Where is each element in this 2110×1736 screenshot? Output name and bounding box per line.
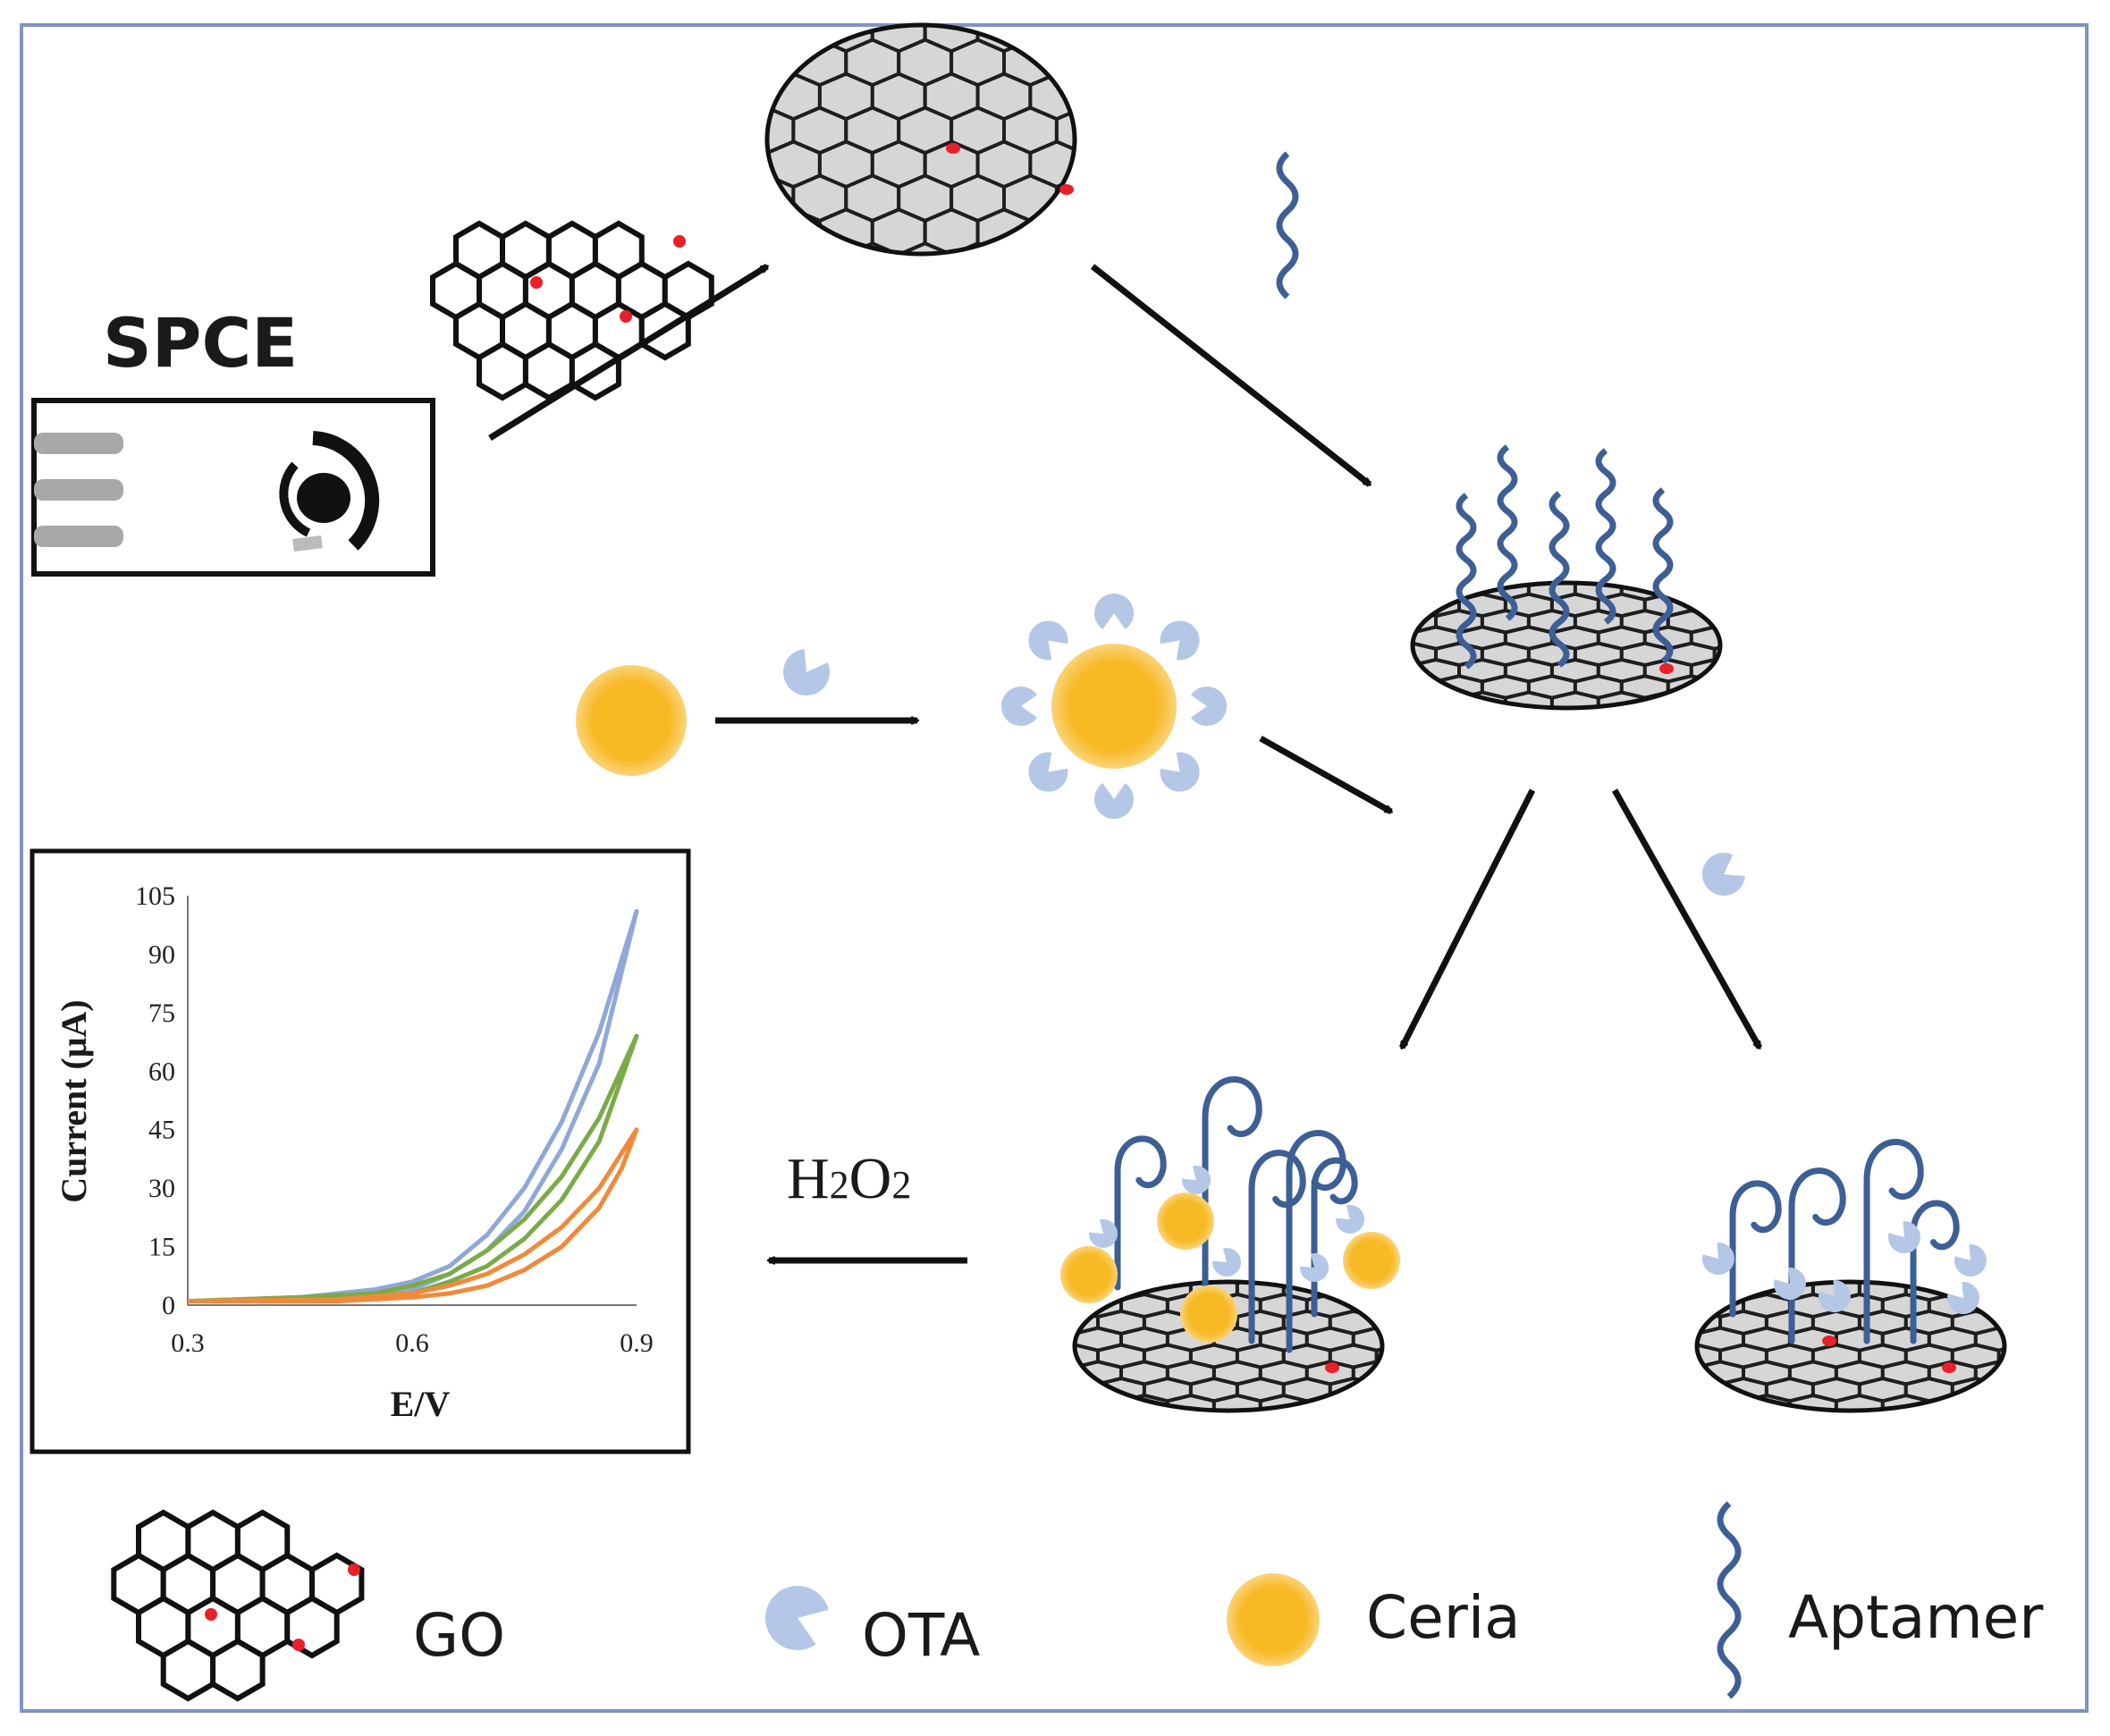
process-arrows [488, 264, 1763, 1260]
y-tick-label: 45 [148, 1116, 175, 1145]
free-ota-icon [1701, 852, 1745, 896]
defect-dot [205, 1608, 217, 1621]
chart-frame [30, 848, 691, 1454]
defect-dot [348, 1563, 360, 1576]
ceria-particle [576, 665, 687, 776]
aptamer-modified-disc [1410, 444, 1723, 711]
reagent-o: O [849, 1146, 892, 1211]
defect-dot [620, 310, 632, 323]
arrow-go-to-aptamer [1090, 264, 1370, 487]
aptamer-icon [1276, 151, 1299, 299]
legend-go-icon [111, 1509, 365, 1702]
legend-ota-label: OTA [862, 1601, 980, 1670]
defect-dot [292, 1639, 305, 1651]
spce-electrode [31, 398, 435, 577]
x-tick-label: 0.6 [395, 1328, 429, 1358]
reagent-label: H2O2 [787, 1146, 911, 1211]
arrow-to-ota-bound [1611, 788, 1763, 1048]
reagent-h: H [787, 1146, 830, 1211]
figure-frame [20, 23, 2089, 1713]
y-tick-label: 0 [162, 1291, 175, 1320]
x-tick-label: 0.9 [620, 1328, 654, 1358]
go-sheet-icon [430, 220, 714, 401]
ceria-bound-disc [1060, 1076, 1400, 1413]
y-tick-label: 60 [148, 1057, 175, 1086]
legend: GO OTA Ceria Aptamer [111, 1501, 2044, 1702]
hexagon-cell [160, 1638, 216, 1702]
reagent-sub-2b: 2 [891, 1163, 911, 1207]
ota-bound-disc [1694, 1139, 2007, 1413]
reagent-sub-2a: 2 [830, 1163, 849, 1207]
spce-label: SPCE [103, 303, 298, 383]
arrow-ceria-ota-to-surface [1259, 735, 1391, 815]
x-tick-label: 0.3 [171, 1328, 205, 1358]
legend-ceria-icon [1227, 1573, 1320, 1666]
legend-ceria-label: Ceria [1366, 1583, 1521, 1652]
legend-aptamer-icon [1717, 1501, 1742, 1699]
ota-icon [783, 649, 831, 695]
legend-go-label: GO [413, 1601, 505, 1670]
cv-chart: 0 15 30 45 60 75 90 105 0.3 0.6 0.9 E/V Current (μ… [30, 848, 691, 1454]
y-tick-label: 75 [148, 999, 175, 1028]
y-tick-label: 90 [148, 940, 175, 969]
defect-dot [530, 276, 543, 289]
y-tick-label: 15 [148, 1233, 175, 1262]
y-tick-label: 105 [135, 881, 175, 911]
chart-axes: 0 15 30 45 60 75 90 105 0.3 0.6 0.9 [135, 881, 654, 1358]
legend-aptamer-label: Aptamer [1788, 1583, 2044, 1652]
y-tick-label: 30 [148, 1174, 175, 1203]
cv-series-1 [187, 1033, 639, 1304]
go-electrode-disc [764, 22, 1077, 257]
arrow-to-ceria-complex [1398, 788, 1536, 1048]
legend-ota-icon [765, 1585, 829, 1650]
cv-series-2 [187, 1127, 639, 1304]
chart-xlabel: E/V [391, 1384, 451, 1424]
chart-ylabel: Current (μA) [54, 999, 94, 1202]
hexagon-cell [210, 1638, 266, 1702]
defect-dot [673, 235, 686, 248]
arrow-spce-to-go [488, 264, 767, 441]
chart-series [187, 908, 639, 1304]
ceria-ota-conjugate [1000, 593, 1228, 820]
hexagon-cell [477, 341, 528, 401]
